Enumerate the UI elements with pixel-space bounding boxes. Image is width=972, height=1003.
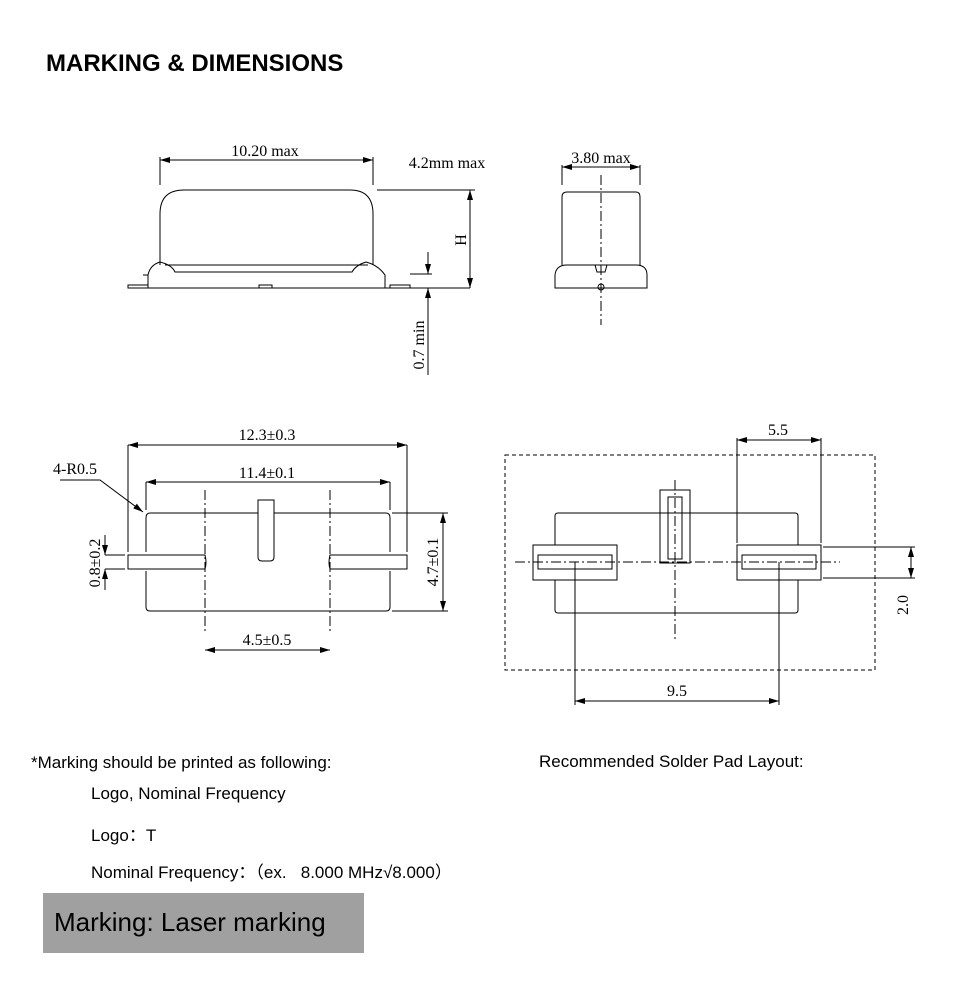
marking-method-box: Marking: Laser marking bbox=[43, 893, 364, 953]
marking-heading: *Marking should be printed as following: bbox=[31, 753, 332, 772]
pad-length-label: 5.5 bbox=[768, 422, 788, 439]
radius-label: 4-R0.5 bbox=[53, 461, 97, 478]
height-label: H bbox=[453, 234, 470, 246]
body-width-label: 4.7±0.1 bbox=[425, 538, 442, 587]
end-view: 3.80 max bbox=[554, 150, 648, 325]
marking-method: Marking: Laser marking bbox=[54, 907, 326, 937]
pad-width-label: 2.0 bbox=[895, 595, 912, 615]
page-title: MARKING & DIMENSIONS bbox=[46, 50, 344, 77]
lead-width-label: 0.8±0.2 bbox=[87, 539, 104, 588]
end-width-label: 3.80 max bbox=[571, 150, 631, 167]
lead-pitch-label: 4.5±0.5 bbox=[243, 632, 292, 649]
pad-layout-caption: Recommended Solder Pad Layout: bbox=[539, 752, 804, 771]
side-length-label: 10.20 max bbox=[231, 143, 299, 160]
standoff-label: 0.7 min bbox=[411, 321, 428, 370]
body-length-label: 11.4±0.1 bbox=[239, 465, 295, 482]
marking-line-1: Logo, Nominal Frequency bbox=[91, 784, 286, 803]
marking-line-3: Nominal Frequency：（ex. 8.000 MHz√8.000） bbox=[91, 863, 452, 882]
pad-pitch-label: 9.5 bbox=[667, 683, 687, 700]
pad-layout: 5.5 2.0 9.5 bbox=[504, 422, 915, 705]
side-view: 10.20 max 4.2mm max H 0.7 min bbox=[127, 143, 485, 375]
bottom-view: 12.3±0.3 4-R0.5 11.4±0.1 0.8±0.2 4.7±0.1… bbox=[53, 427, 448, 653]
height-note: 4.2mm max bbox=[409, 155, 485, 172]
overall-length-label: 12.3±0.3 bbox=[239, 427, 296, 444]
marking-line-2: Logo：T bbox=[91, 826, 157, 845]
